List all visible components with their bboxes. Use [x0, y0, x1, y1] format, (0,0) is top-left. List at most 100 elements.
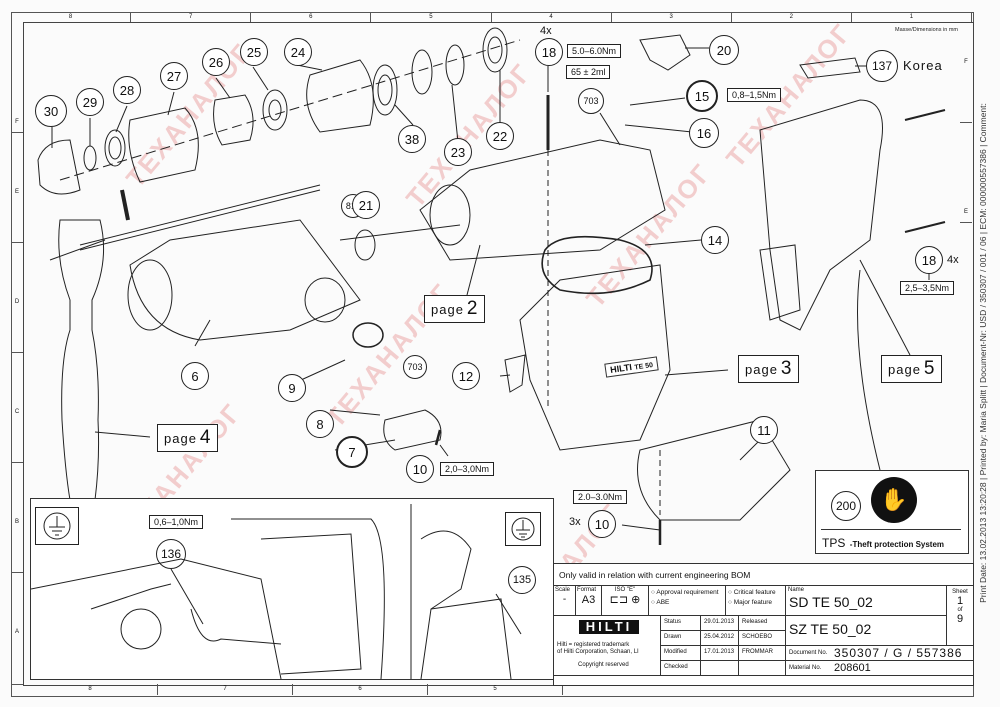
status-date: 29.01.2013 [704, 619, 735, 625]
callout-136: 136 [156, 539, 186, 569]
middle-housing [419, 139, 666, 261]
name-value-1: SD TE 50_02 [789, 594, 873, 610]
ground-icon [43, 512, 71, 540]
material-number-value: 208601 [834, 662, 871, 674]
rear-handle [759, 99, 883, 331]
name-cell-2: SZ TE 50_02 [786, 616, 947, 646]
callout-23: 23 [444, 138, 472, 166]
zone-row: F [11, 22, 23, 133]
trademark-line-2: of Hilti Corporation, Schaan, LI [557, 649, 639, 655]
torque-10-mid: 2,0–3,0Nm [440, 462, 495, 476]
callout-6: 6 [181, 362, 209, 390]
name-cell-1: Name SD TE 50_02 [786, 586, 947, 616]
document-number-label: Document No. [789, 650, 828, 656]
critical-option[interactable]: ○ Critical feature [728, 589, 776, 596]
callout-18: 18 [535, 38, 563, 66]
title-block: Only valid in relation with current engi… [553, 563, 974, 686]
part-11-cover [637, 419, 791, 521]
hilti-logo: HILTI [579, 620, 639, 634]
callout-10-mid: 10 [406, 455, 434, 483]
tps-box: 200 ✋ TPS -Theft protection System [815, 470, 969, 554]
zone-col: 3 [612, 12, 732, 22]
zone-header-bottom: 8 7 6 5 [23, 684, 563, 695]
zone-col: 2 [732, 12, 852, 22]
callout-11: 11 [750, 416, 778, 444]
checked-label: Checked [664, 664, 688, 670]
iso-cell: ISO "E" ⊏⊐ ⊕ [602, 586, 649, 616]
callout-16: 16 [689, 118, 719, 148]
zone-col: 7 [158, 684, 293, 695]
inner-frame [23, 22, 974, 686]
checked-date-cell [701, 661, 739, 676]
product-badge-model: TE 50 [634, 362, 654, 372]
modified-label-cell: Modified [661, 646, 701, 661]
modified-date-cell: 17.01.2013 [701, 646, 739, 661]
validity-row: Only valid in relation with current engi… [554, 564, 973, 586]
ground-symbol-box-right [505, 512, 541, 546]
abe-option[interactable]: ○ ABE [651, 599, 670, 606]
modified-by-cell: FROMMAR [739, 646, 786, 661]
ground-symbol-box-left [35, 507, 79, 545]
callout-29: 29 [76, 88, 104, 116]
callout-135: 135 [508, 566, 536, 594]
zone-row: E [11, 132, 23, 243]
drawn-by: SCHOEBO [742, 634, 773, 640]
callout-22: 22 [486, 122, 514, 150]
tps-caption-text: -Theft protection System [849, 540, 945, 549]
callout-28: 28 [113, 76, 141, 104]
scale-value: - [562, 594, 567, 605]
sheet-total: 9 [956, 613, 964, 625]
torque-15: 0,8–1,5Nm [727, 88, 782, 102]
page-ref-word: page [745, 362, 778, 377]
torque-18-right: 2,5–3,5Nm [900, 281, 955, 295]
trademark-line-1: Hilti = registered trademark [557, 642, 630, 648]
callout-15: 15 [686, 80, 718, 112]
assembly-axis [59, 39, 521, 181]
part-27-sleeve [128, 107, 199, 183]
drawn-date-cell: 25.04.2012 [701, 631, 739, 646]
major-option[interactable]: ○ Major feature [728, 599, 773, 606]
quantity-10-bottom: 3x [569, 516, 581, 528]
callout-200: 200 [831, 491, 861, 521]
zone-row: B [11, 462, 23, 573]
modified-label: Modified [664, 649, 687, 655]
tps-divider [821, 529, 961, 530]
major-label: Major feature [733, 599, 773, 606]
zone-col: 8 [11, 12, 132, 22]
part-29-ring [83, 145, 97, 171]
status-value: Released [742, 619, 768, 625]
korea-label: Korea [903, 58, 943, 73]
callout-703-lower: 703 [403, 355, 427, 379]
page-ref-number: 3 [780, 358, 792, 379]
zone-row: C [11, 352, 23, 463]
status-label-cell: Status [661, 616, 701, 631]
abe-label: ABE [656, 599, 670, 606]
material-number-label: Material No. [789, 665, 822, 671]
part-30-cap [37, 139, 81, 195]
callout-38: 38 [398, 125, 426, 153]
page-ref-word: page [431, 302, 464, 317]
document-number-value: 350307 / G / 557386 [834, 646, 963, 660]
zone-row: D [11, 242, 23, 353]
modified-by: FROMMAR [742, 649, 773, 655]
checked-by-cell [739, 661, 786, 676]
zone-col: 5 [371, 12, 492, 22]
zone-row: A [11, 572, 23, 685]
validity-note: Only valid in relation with current engi… [559, 570, 751, 580]
page-ref-number: 5 [923, 358, 935, 379]
callout-26: 26 [202, 48, 230, 76]
critical-label: Critical feature [733, 589, 776, 596]
approval-option[interactable]: ○ Approval requirement [651, 589, 719, 596]
page-ref-word: page [888, 362, 921, 377]
callout-20: 20 [709, 35, 739, 65]
zone-col: 4 [492, 12, 612, 22]
sheet-number: 1 [956, 595, 964, 607]
status-date-cell: 29.01.2013 [701, 616, 739, 631]
zone-col: 8 [23, 684, 158, 695]
tps-abbr: TPS [822, 536, 846, 550]
product-badge-brand: HILTI [609, 362, 633, 375]
